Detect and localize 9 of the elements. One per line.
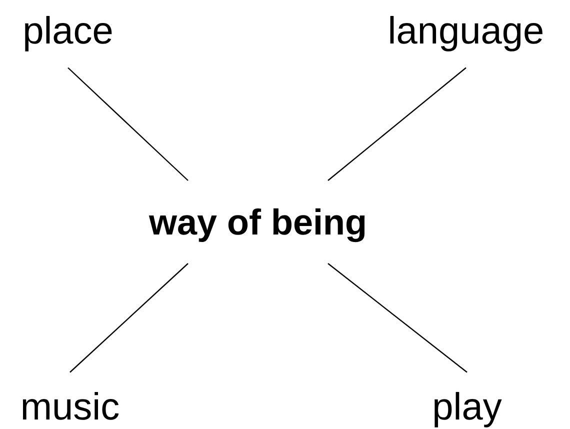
node-label: language	[388, 10, 544, 52]
connector-line	[70, 263, 188, 373]
node-label: play	[432, 386, 502, 428]
connector-line	[328, 67, 466, 181]
node-label: way of being	[148, 202, 368, 242]
node-label: place	[22, 10, 114, 52]
connector-line	[328, 263, 468, 373]
connector-line	[68, 67, 188, 181]
node-label: music	[20, 386, 120, 428]
